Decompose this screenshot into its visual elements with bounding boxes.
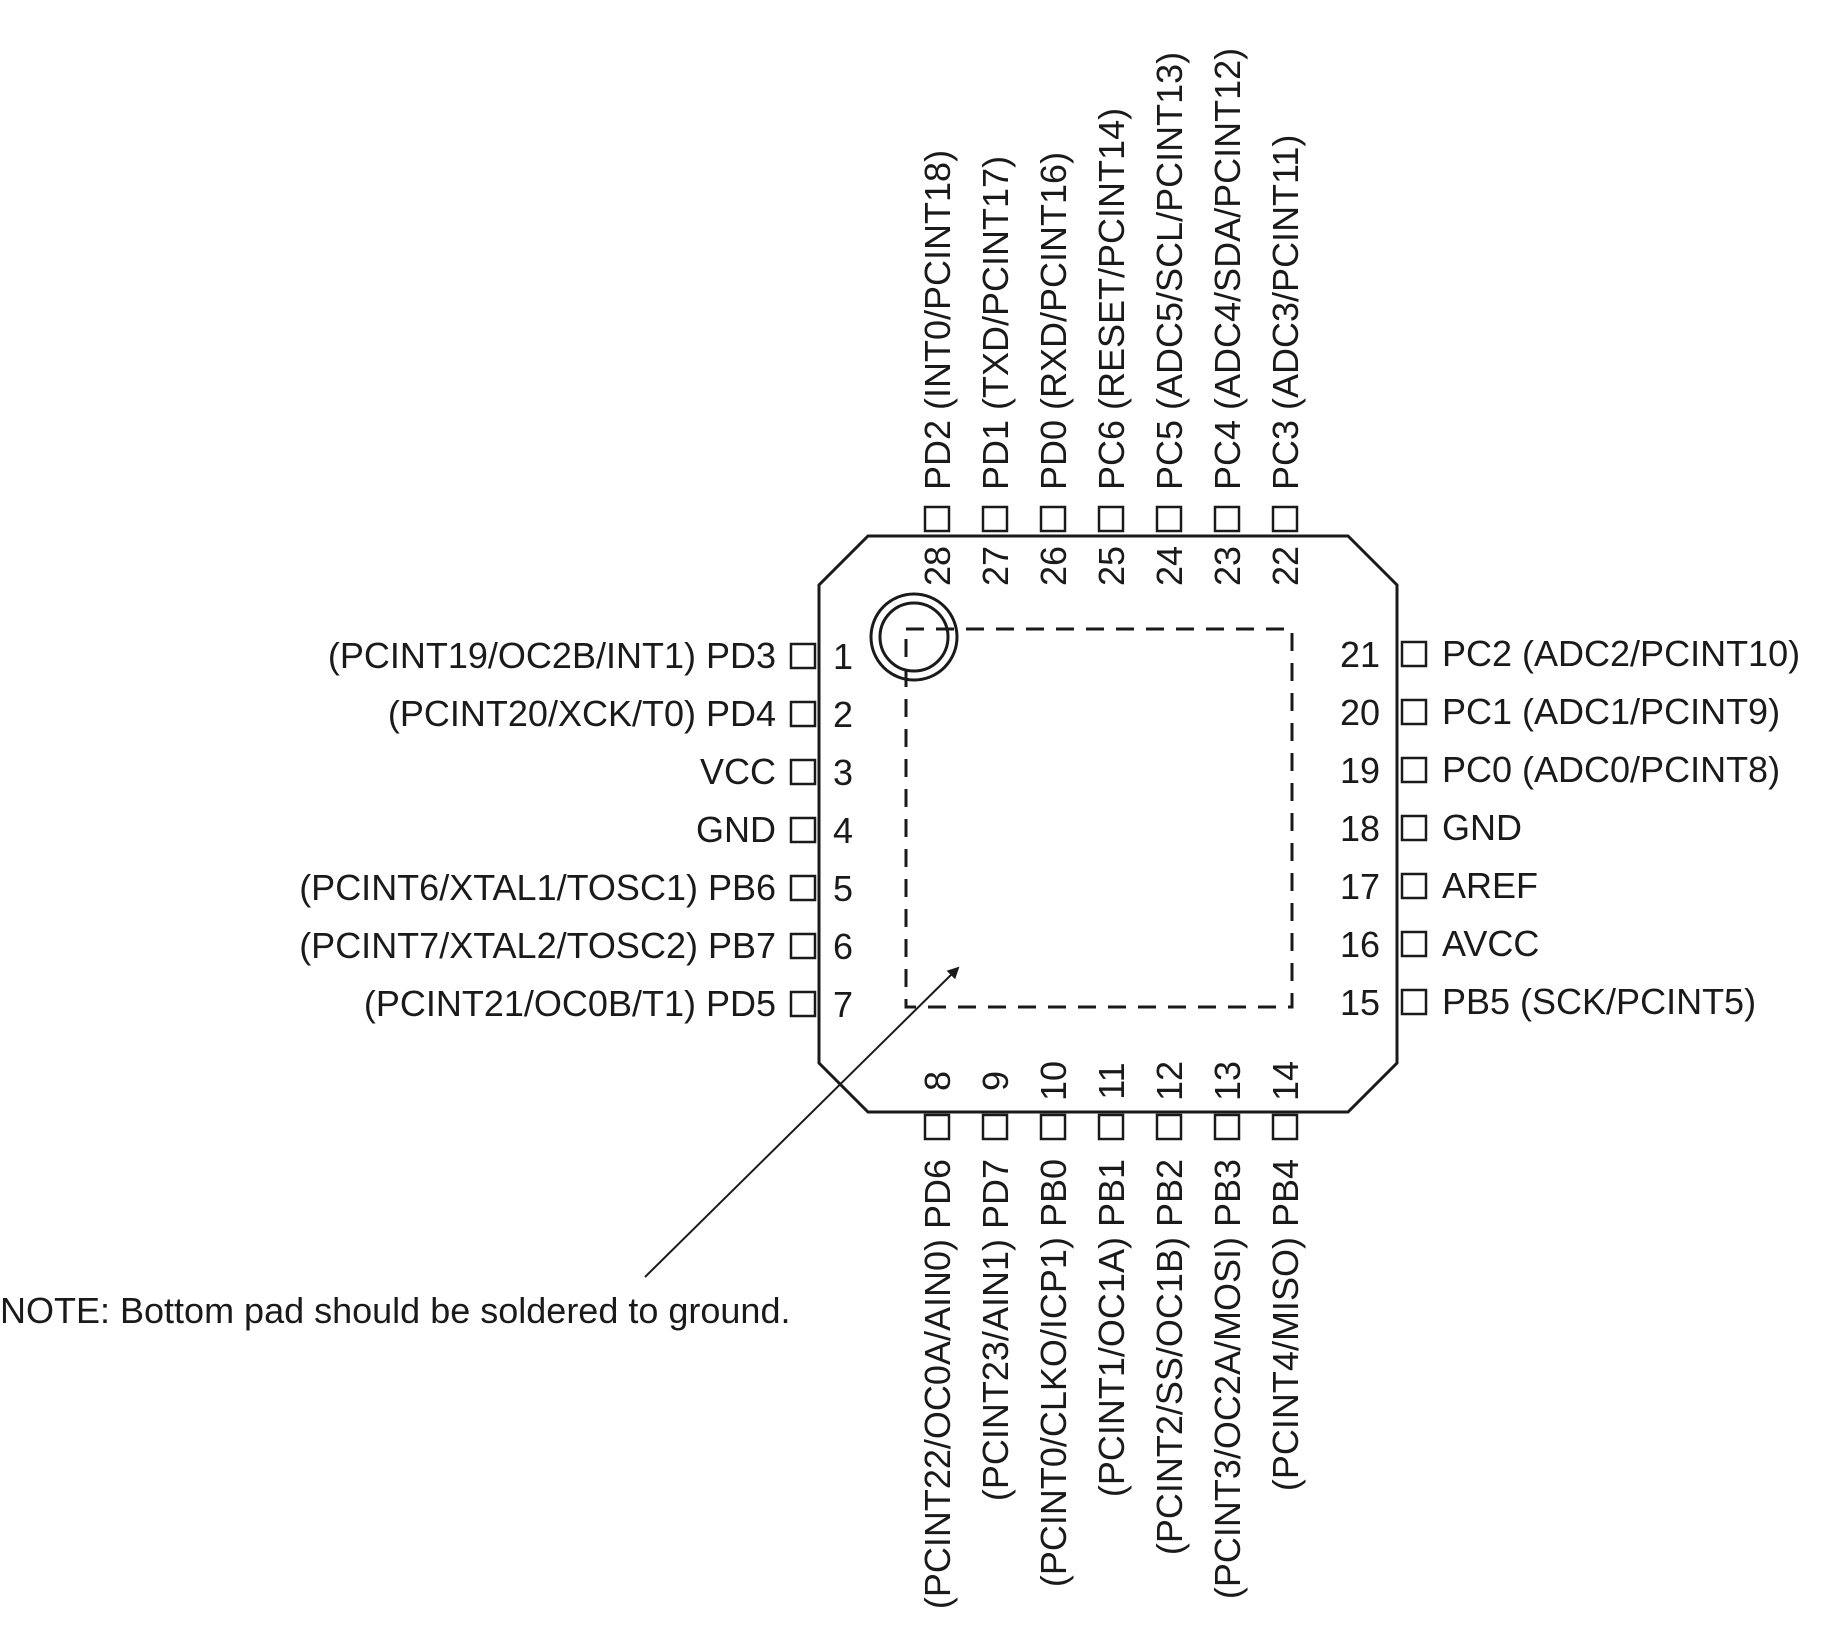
pin-number-28: 28 [917, 546, 958, 586]
pin-label-21: PC2 (ADC2/PCINT10) [1442, 633, 1800, 674]
pin-label-1: (PCINT19/OC2B/INT1) PD3 [328, 635, 776, 676]
pin-number-23: 23 [1207, 546, 1248, 586]
pin-pad-15 [1400, 988, 1428, 1016]
pin-label-15: PB5 (SCK/PCINT5) [1442, 981, 1756, 1022]
pin1-indicator-inner [878, 601, 950, 673]
pin-number-27: 27 [975, 546, 1016, 586]
pin-label-14: (PCINT4/MISO) PB4 [1265, 1159, 1306, 1491]
pin-label-16: AVCC [1442, 923, 1539, 964]
pin-label-8: (PCINT22/OC0A/AIN0) PD6 [917, 1159, 958, 1609]
pin1-indicator-outer [869, 592, 959, 682]
pin-pad-10 [1039, 1113, 1067, 1141]
pin-pad-4 [789, 816, 817, 844]
pin-label-24: PC5 (ADC5/SCL/PCINT13) [1149, 52, 1190, 490]
pin-pad-17 [1400, 872, 1428, 900]
pin-pad-13 [1213, 1113, 1241, 1141]
pin-number-17: 17 [1340, 866, 1380, 907]
pin-number-8: 8 [917, 1071, 958, 1091]
pin-pad-18 [1400, 814, 1428, 842]
pin-number-7: 7 [833, 984, 853, 1025]
pin-number-2: 2 [833, 694, 853, 735]
pin-number-26: 26 [1033, 546, 1074, 586]
pin-pad-22 [1271, 505, 1299, 533]
note-text: NOTE: Bottom pad should be soldered to g… [0, 1290, 790, 1331]
pin-pad-1 [789, 642, 817, 670]
pin-label-19: PC0 (ADC0/PCINT8) [1442, 749, 1780, 790]
pin-label-13: (PCINT3/OC2A/MOSI) PB3 [1207, 1159, 1248, 1599]
pin-number-5: 5 [833, 868, 853, 909]
pin-number-18: 18 [1340, 808, 1380, 849]
pin-number-4: 4 [833, 810, 853, 851]
pin-label-11: (PCINT1/OC1A) PB1 [1091, 1159, 1132, 1497]
pin-pad-25 [1097, 505, 1125, 533]
pin-number-1: 1 [833, 636, 853, 677]
pin-pad-7 [789, 990, 817, 1018]
pin-pad-2 [789, 700, 817, 728]
exposed-pad [904, 627, 1294, 1009]
pin-label-5: (PCINT6/XTAL1/TOSC1) PB6 [299, 867, 776, 908]
pin-pad-14 [1271, 1113, 1299, 1141]
pin-pad-9 [981, 1113, 1009, 1141]
pin-label-20: PC1 (ADC1/PCINT9) [1442, 691, 1780, 732]
pin-pad-16 [1400, 930, 1428, 958]
pin-label-10: (PCINT0/CLKO/ICP1) PB0 [1033, 1159, 1074, 1587]
pin-pad-19 [1400, 756, 1428, 784]
pin-label-9: (PCINT23/AIN1) PD7 [975, 1159, 1016, 1501]
pin-label-22: PC3 (ADC3/PCINT11) [1265, 135, 1306, 490]
pin-label-12: (PCINT2/SS/OC1B) PB2 [1149, 1159, 1190, 1555]
pin-label-6: (PCINT7/XTAL2/TOSC2) PB7 [299, 925, 776, 966]
pin-number-21: 21 [1340, 634, 1380, 675]
pin-label-27: PD1 (TXD/PCINT17) [975, 156, 1016, 490]
pin-pad-20 [1400, 698, 1428, 726]
pin-label-7: (PCINT21/OC0B/T1) PD5 [364, 983, 776, 1024]
pin-number-25: 25 [1091, 546, 1132, 586]
pin-label-18: GND [1442, 807, 1522, 848]
pin-number-12: 12 [1149, 1061, 1190, 1101]
pin-pad-27 [981, 505, 1009, 533]
pin-pad-5 [789, 874, 817, 902]
pin-label-28: PD2 (INT0/PCINT18) [917, 150, 958, 490]
pin-pad-3 [789, 758, 817, 786]
pin-number-20: 20 [1340, 692, 1380, 733]
pin-number-13: 13 [1207, 1061, 1248, 1101]
pin-number-15: 15 [1340, 982, 1380, 1023]
pin-number-9: 9 [975, 1071, 1016, 1091]
pin-label-26: PD0 (RXD/PCINT16) [1033, 152, 1074, 490]
note-arrow [644, 966, 960, 1278]
pin-pad-21 [1400, 640, 1428, 668]
pin-number-22: 22 [1265, 546, 1306, 586]
pin-pad-23 [1213, 505, 1241, 533]
pin-label-4: GND [696, 809, 776, 850]
pin-number-16: 16 [1340, 924, 1380, 965]
pin-number-6: 6 [833, 926, 853, 967]
pin-pad-11 [1097, 1113, 1125, 1141]
pin-pad-26 [1039, 505, 1067, 533]
pin-number-10: 10 [1033, 1061, 1074, 1101]
pin-label-23: PC4 (ADC4/SDA/PCINT12) [1207, 48, 1248, 490]
pin-number-11: 11 [1091, 1062, 1132, 1099]
pin-number-19: 19 [1340, 750, 1380, 791]
pin-pad-28 [923, 505, 951, 533]
pin-pad-6 [789, 932, 817, 960]
pin-pad-24 [1155, 505, 1183, 533]
pin-number-3: 3 [833, 752, 853, 793]
pin-pad-12 [1155, 1113, 1183, 1141]
pin-label-3: VCC [700, 751, 776, 792]
pin-pad-8 [923, 1113, 951, 1141]
pins-group: 1 (PCINT19/OC2B/INT1) PD3 2 (PCINT20/XCK/T0… [299, 48, 1800, 1609]
pin-label-25: PC6 (RESET/PCINT14) [1091, 108, 1132, 490]
pin-label-17: AREF [1442, 865, 1538, 906]
package-outline [817, 534, 1399, 1114]
pin-label-2: (PCINT20/XCK/T0) PD4 [388, 693, 776, 734]
pin-number-14: 14 [1265, 1061, 1306, 1101]
pin-number-24: 24 [1149, 546, 1190, 586]
